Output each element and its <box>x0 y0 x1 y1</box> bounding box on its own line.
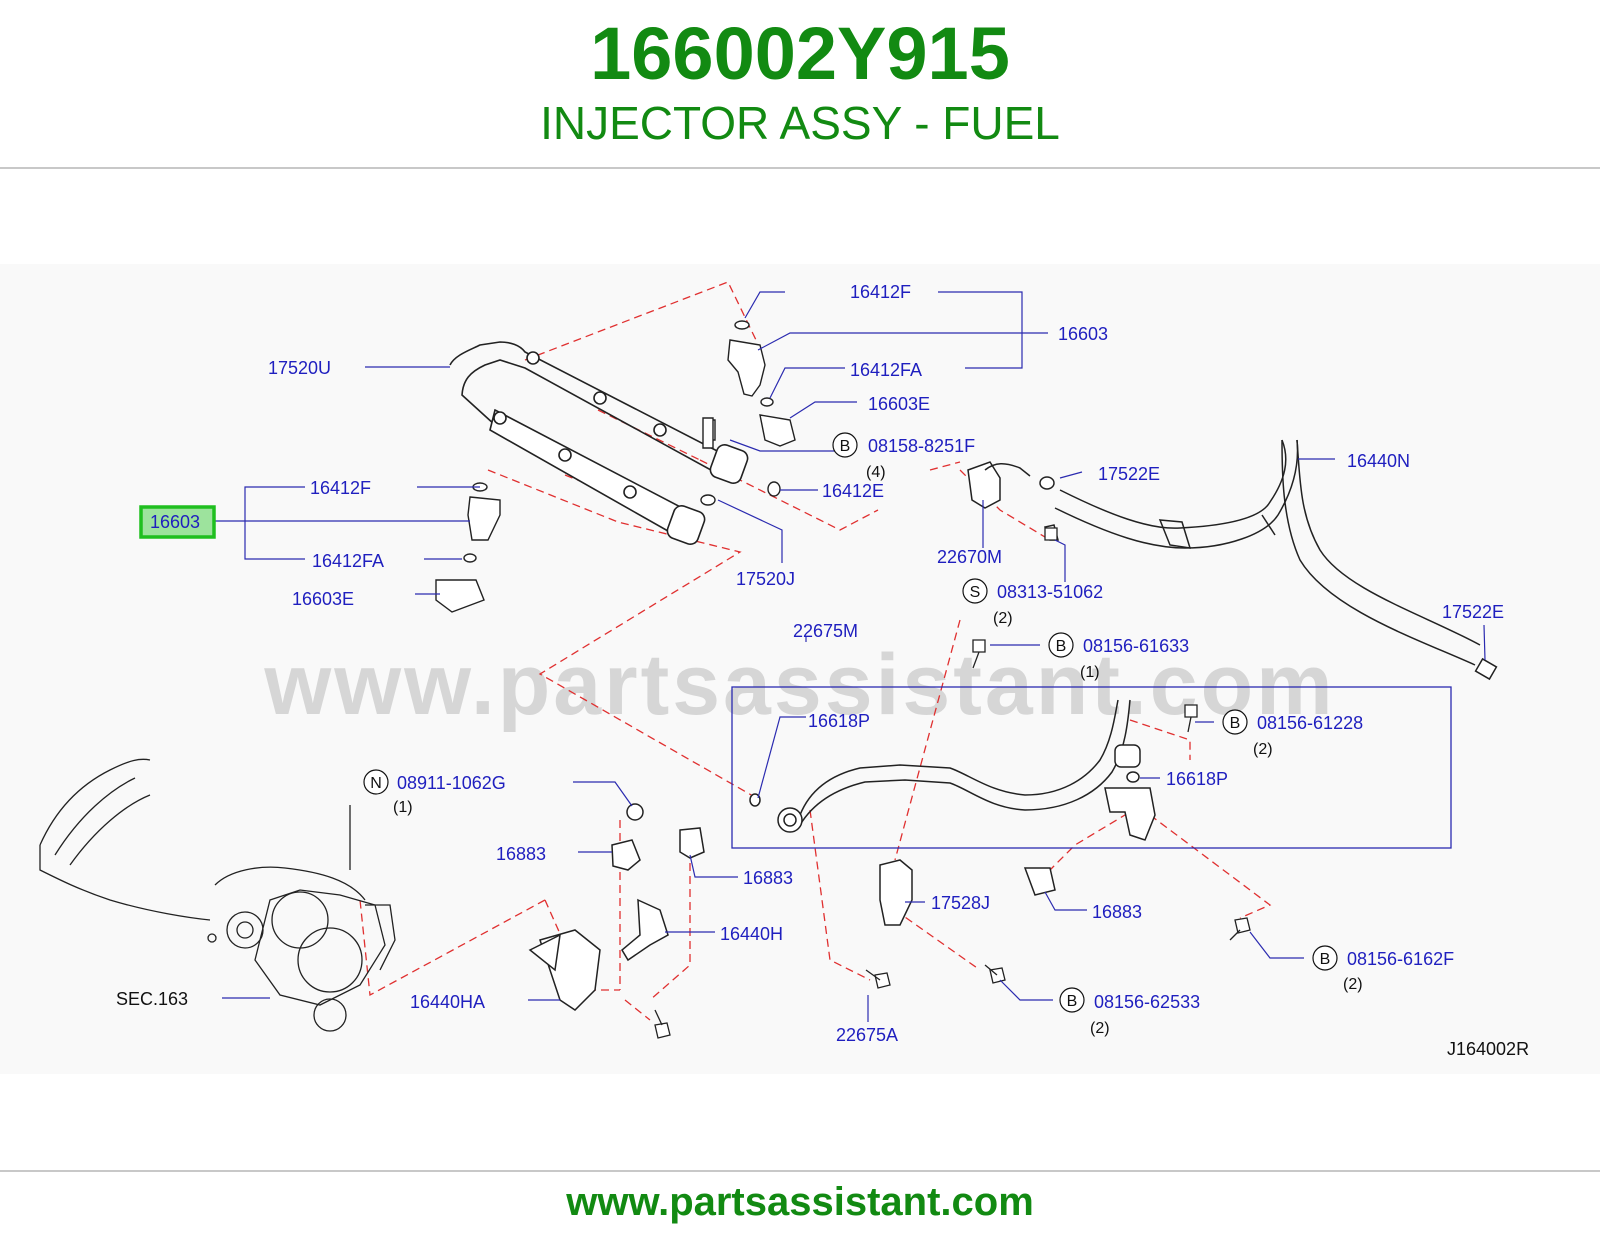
callout-17522e-right[interactable]: 17522E <box>1442 602 1504 622</box>
callout-16618p-left[interactable]: 16618P <box>808 711 870 731</box>
callout-16603e-top[interactable]: 16603E <box>868 394 930 414</box>
lower-brackets <box>528 803 705 1011</box>
callout-16883-mid[interactable]: 16883 <box>743 868 793 888</box>
page-header: 166002Y915 INJECTOR ASSY - FUEL <box>0 0 1600 170</box>
callout-22675a[interactable]: 22675A <box>836 1025 898 1045</box>
qty-08156-6162f: (2) <box>1343 976 1363 993</box>
header-divider <box>0 167 1600 169</box>
callout-22675m[interactable]: 22675M <box>793 621 858 641</box>
callout-16412f-top[interactable]: 16412F <box>850 282 911 302</box>
qty-08156-62533: (2) <box>1090 1020 1110 1037</box>
part-number-title: 166002Y915 <box>590 12 1010 95</box>
callout-16883-right[interactable]: 16883 <box>1092 902 1142 922</box>
qty-08156-61228: (2) <box>1253 741 1273 758</box>
fuel-rail <box>449 341 749 545</box>
prefix-letter: N <box>370 775 382 792</box>
callout-08158-8251f[interactable]: 08158-8251F <box>868 436 975 456</box>
hose-assy-box <box>731 686 1452 849</box>
diagram-background <box>0 264 1600 1074</box>
prefix-letters: B S B B N B B <box>370 438 1330 1010</box>
callout-08911-1062g[interactable]: 08911-1062G <box>397 773 506 793</box>
callout-labels: 16412F 16603 16412FA 16603E 17520U 08158… <box>116 282 1529 1059</box>
feed-hose <box>749 699 1141 833</box>
callout-16412e[interactable]: 16412E <box>822 481 884 501</box>
prefix-letter: B <box>1056 638 1067 655</box>
callout-08156-62533[interactable]: 08156-62533 <box>1094 992 1200 1012</box>
callout-16603-highlighted[interactable]: 16603 <box>150 512 200 532</box>
callout-16603-top[interactable]: 16603 <box>1058 324 1108 344</box>
diagram-code: J164002R <box>1447 1039 1529 1059</box>
callout-22670m[interactable]: 22670M <box>937 547 1002 567</box>
callout-08313-51062[interactable]: 08313-51062 <box>997 582 1103 602</box>
bracket-17528j <box>879 859 913 926</box>
callout-16440n[interactable]: 16440N <box>1347 451 1410 471</box>
intake-manifold <box>39 758 396 1032</box>
part-name-subtitle: INJECTOR ASSY - FUEL <box>540 97 1060 149</box>
prefix-letter: B <box>840 438 851 455</box>
return-hose <box>1054 439 1498 681</box>
prefix-circles <box>363 432 1338 1013</box>
callout-08156-61228[interactable]: 08156-61228 <box>1257 713 1363 733</box>
qty-08156-61633: (1) <box>1080 664 1100 681</box>
prefix-letter: B <box>1230 715 1241 732</box>
injector-left <box>435 482 501 613</box>
callout-17520j[interactable]: 17520J <box>736 569 795 589</box>
footer-url[interactable]: www.partsassistant.com <box>566 1180 1034 1224</box>
callout-16440ha[interactable]: 16440HA <box>410 992 485 1012</box>
callout-08156-61633[interactable]: 08156-61633 <box>1083 636 1189 656</box>
seals <box>700 417 781 506</box>
callout-16603e-left[interactable]: 16603E <box>292 589 354 609</box>
footer-divider <box>0 1170 1600 1172</box>
callout-16412fa-left[interactable]: 16412FA <box>312 551 384 571</box>
qty-08911-1062g: (1) <box>393 799 413 816</box>
callout-17522e-top[interactable]: 17522E <box>1098 464 1160 484</box>
injector-top <box>704 320 796 447</box>
callout-16440h[interactable]: 16440H <box>720 924 783 944</box>
section-reference: SEC.163 <box>116 989 188 1009</box>
qty-08158-8251f: (4) <box>866 464 886 481</box>
callout-08156-6162f[interactable]: 08156-6162F <box>1347 949 1454 969</box>
leader-lines <box>215 291 1486 1022</box>
highlight-box <box>139 505 216 539</box>
callout-17520u[interactable]: 17520U <box>268 358 331 378</box>
hose-connector-right <box>1023 787 1156 896</box>
callout-16618p-right[interactable]: 16618P <box>1166 769 1228 789</box>
prefix-letter: B <box>1067 993 1078 1010</box>
callout-16883-left[interactable]: 16883 <box>496 844 546 864</box>
callout-16412fa-top[interactable]: 16412FA <box>850 360 922 380</box>
prefix-letter: B <box>1320 951 1331 968</box>
bolts <box>654 527 1251 1039</box>
callout-16412f-left[interactable]: 16412F <box>310 478 371 498</box>
callout-17528j[interactable]: 17528J <box>931 893 990 913</box>
prefix-letter: S <box>970 584 981 601</box>
qty-08313-51062: (2) <box>993 610 1013 627</box>
